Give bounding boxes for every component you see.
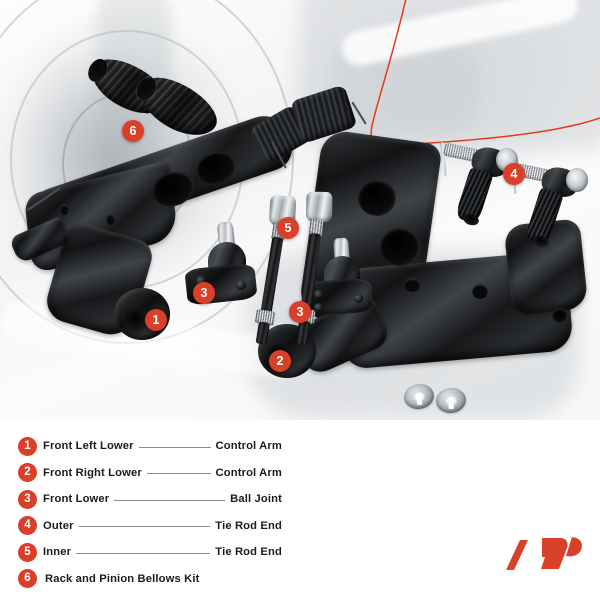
legend-leader-line [114, 499, 226, 501]
legend-row-3: 3 Front Lower Ball Joint [18, 487, 282, 511]
front-left-lower-control-arm [8, 104, 313, 350]
ball-joint-bolt-hole-1 [314, 290, 323, 299]
legend-row-2: 2 Front Right Lower Control Arm [18, 461, 282, 485]
brand-logo [496, 524, 588, 580]
callout-badge-front-lower-ball-joint-left: 3 [193, 282, 215, 304]
control-arm-pilot-hole-2 [472, 284, 488, 299]
tie-rod-socket [305, 191, 333, 223]
legend-part-type: Tie Rod End [215, 546, 282, 558]
legend-part-position: Front Lower [43, 493, 110, 505]
legend-badge-3: 3 [18, 489, 37, 509]
legend-badge-2: 2 [18, 463, 37, 482]
control-arm-pilot-hole-2 [106, 214, 115, 225]
tie-rod-tip [296, 320, 311, 346]
callout-badge-rack-and-pinion-bellows-kit: 6 [122, 120, 144, 142]
callout-badge-front-left-lower-control-arm: 1 [145, 309, 167, 331]
legend-part-position: Rack and Pinion Bellows Kit [45, 572, 200, 585]
tie-rod-washer [566, 168, 588, 192]
legend-part-position: Outer [43, 519, 74, 532]
washer-tab [416, 398, 423, 406]
control-arm-hole-2 [380, 228, 420, 266]
legend-badge-4: 4 [18, 516, 37, 535]
washer-tab [448, 402, 454, 410]
legend-part-position: Front Left Lower [43, 440, 134, 452]
legend-leader-line [138, 446, 211, 448]
control-arm-pilot-hole-1 [60, 204, 69, 215]
ball-joint-bolt-hole-3 [354, 294, 363, 303]
legend-leader-line [76, 552, 211, 554]
control-arm-mount-hole [552, 308, 568, 323]
legend-row-1: 1 Front Left Lower Control Arm [18, 434, 282, 458]
bushing-eye [124, 310, 150, 332]
ball-joint-bolt-hole-2 [314, 303, 323, 312]
legend-part-type: Control Arm [215, 440, 282, 452]
ball-joint-bolt-hole-1 [196, 276, 206, 286]
legend-badge-1: 1 [18, 436, 37, 456]
tie-rod-shaft [260, 236, 284, 316]
legend-leader-line [146, 473, 211, 474]
legend-part-position: Inner [43, 546, 72, 558]
outer-tie-rod-end-right [508, 152, 600, 257]
legend-leader-line [78, 526, 211, 527]
legend-row-5: 5 Inner Tie Rod End [18, 540, 282, 564]
callout-badge-outer-tie-rod-end: 4 [503, 163, 525, 185]
callout-badge-front-right-lower-control-arm: 2 [269, 350, 291, 372]
control-arm-hole-1 [358, 180, 396, 216]
legend-part-type: Control Arm [215, 466, 282, 479]
legend-part-position: Front Right Lower [43, 466, 142, 479]
legend-row-4: 4 Outer Tie Rod End [18, 514, 282, 538]
callout-badge-inner-tie-rod-end: 5 [277, 217, 299, 239]
legend-part-type: Ball Joint [230, 493, 282, 505]
legend-part-type: Tie Rod End [215, 519, 282, 532]
control-arm-pivot-bushing [114, 288, 170, 340]
a-premium-logo-icon [506, 537, 582, 570]
callout-badge-front-lower-ball-joint-right: 3 [289, 301, 311, 323]
tie-rod-tip [255, 321, 270, 345]
suspension-kit-photo: 1 2 3 3 4 5 6 [0, 0, 600, 420]
control-arm-pilot-hole-1 [404, 278, 420, 292]
ball-joint-bolt-hole-3 [236, 280, 246, 290]
legend-row-6: 6 Rack and Pinion Bellows Kit [18, 567, 282, 591]
legend-badge-6: 6 [18, 569, 37, 588]
legend-badge-5: 5 [18, 542, 37, 562]
front-lower-ball-joint-right [302, 237, 390, 326]
